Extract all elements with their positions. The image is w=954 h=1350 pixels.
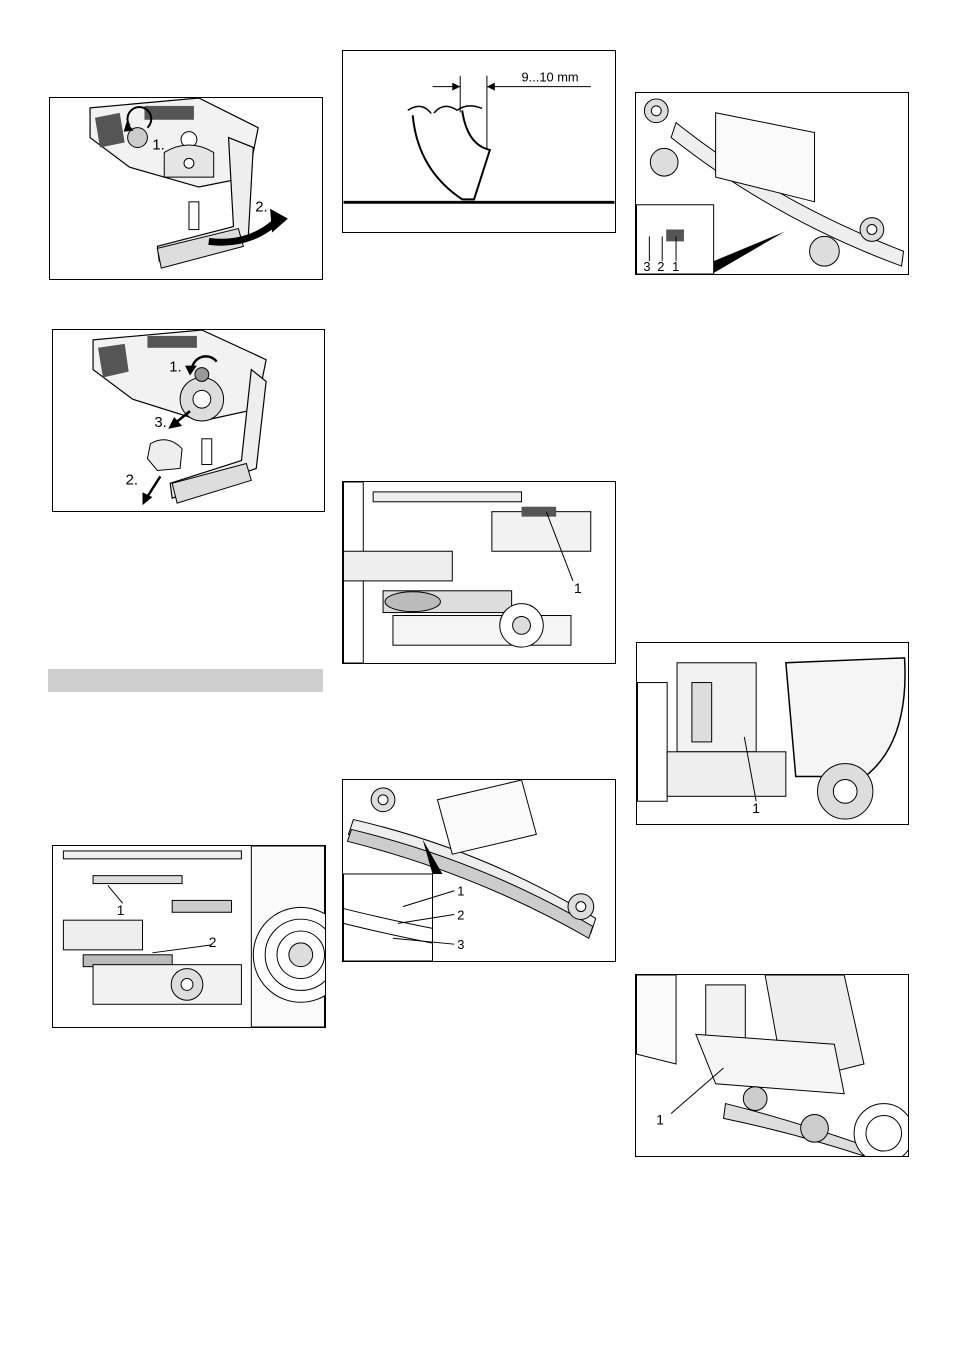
callout-label: 2 — [209, 934, 217, 950]
brush-remove-illustration: 1. 3. 2. — [53, 330, 324, 511]
callout-label: 1 — [457, 884, 464, 899]
squeegee-blades-illustration: 1 2 3 — [343, 780, 615, 961]
step-label: 2. — [126, 472, 138, 488]
adjust-screw-illustration: 1 — [343, 482, 615, 663]
dimension-label: 9...10 mm — [522, 70, 579, 85]
callout-label: 2 — [457, 907, 464, 922]
step-label: 2. — [255, 200, 267, 216]
callout-label: 1 — [117, 902, 125, 918]
figure-squeegee-top: 3 2 1 — [635, 92, 909, 275]
step-label: 3. — [154, 415, 166, 431]
squeegee-unit-illustration: 1 2 — [53, 846, 325, 1027]
callout-label: 1 — [672, 259, 679, 274]
section-heading-bar — [48, 669, 323, 692]
callout-label: 3 — [643, 259, 650, 274]
figure-underside-view: 1 — [635, 974, 909, 1157]
figure-brush-remove: 1. 3. 2. — [52, 329, 325, 512]
callout-label: 1 — [752, 800, 760, 816]
figure-adjust-screw: 1 — [342, 481, 616, 664]
step-label: 1. — [152, 137, 164, 153]
callout-label: 2 — [657, 259, 664, 274]
step-label: 1. — [169, 360, 181, 376]
squeegee-top-illustration: 3 2 1 — [636, 93, 908, 274]
figure-brush-cover-remove: 1. 2. — [49, 97, 323, 280]
figure-blade-dimension: 9...10 mm — [342, 50, 616, 233]
brush-cover-illustration: 1. 2. — [50, 98, 322, 279]
callout-label: 3 — [457, 937, 464, 952]
figure-side-view: 1 — [636, 642, 909, 825]
figure-squeegee-blades: 1 2 3 — [342, 779, 616, 962]
blade-dimension-illustration: 9...10 mm — [343, 51, 615, 232]
callout-label: 1 — [574, 580, 582, 596]
figure-squeegee-unit: 1 2 — [52, 845, 326, 1028]
side-view-illustration: 1 — [637, 643, 908, 824]
callout-label: 1 — [656, 1111, 664, 1127]
underside-view-illustration: 1 — [636, 975, 908, 1156]
